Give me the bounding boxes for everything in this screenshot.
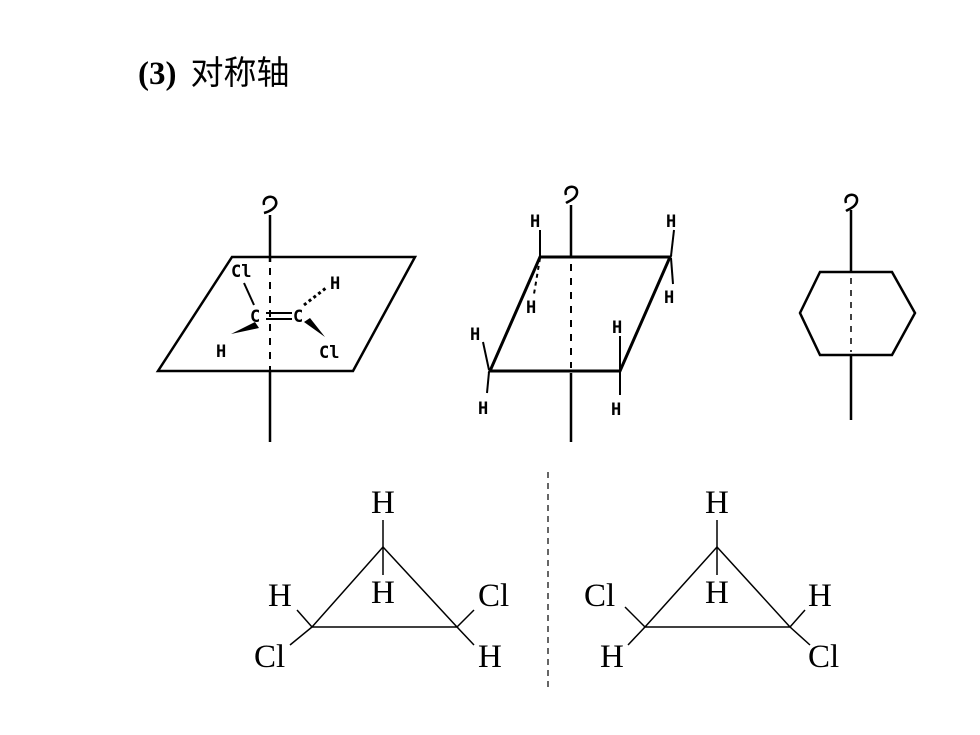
square-label-tr-top: H bbox=[666, 212, 676, 232]
triangle-right-label-top: H bbox=[705, 485, 729, 521]
triangle-right-label-left-upper: Cl bbox=[584, 578, 615, 614]
ethylene-label-c2: C bbox=[293, 307, 303, 327]
ethylene-label-cl2: Cl bbox=[319, 343, 339, 363]
ethylene-hash-h2 bbox=[303, 286, 327, 307]
square-bond-bl-up bbox=[482, 341, 490, 371]
triangle-left bbox=[289, 520, 475, 646]
triangle-left-bond-ru bbox=[456, 609, 475, 628]
triangle-right bbox=[624, 520, 811, 646]
ethylene-label-h1: H bbox=[216, 342, 226, 362]
square-label-tl-top: H bbox=[530, 212, 540, 232]
square-rotation-arrow-icon bbox=[564, 185, 579, 205]
square-label-tr-bot: H bbox=[664, 288, 674, 308]
triangle-left-ring bbox=[310, 545, 459, 628]
hexagon-figure bbox=[798, 193, 917, 420]
triangle-left-label-right-lower: H bbox=[478, 639, 502, 675]
triangle-left-label-top: H bbox=[371, 485, 395, 521]
title-text: 对称轴 bbox=[190, 53, 290, 92]
square-label-br-bot: H bbox=[611, 400, 621, 420]
triangle-left-bond-ll bbox=[289, 626, 313, 646]
ethylene-bond-cl1 bbox=[243, 282, 255, 306]
square-bond-tr-down bbox=[670, 257, 674, 285]
triangle-right-label-left-lower: H bbox=[600, 639, 624, 675]
ethylene-rotation-arrow-icon bbox=[262, 195, 278, 215]
triangle-left-label-left-upper: H bbox=[268, 578, 292, 614]
triangle-right-label-inner: H bbox=[705, 575, 729, 611]
square-plane bbox=[487, 255, 673, 373]
ethylene-label-h2: H bbox=[330, 274, 340, 294]
square-label-tl-bot: H bbox=[526, 298, 536, 318]
triangle-left-bond-lu bbox=[296, 609, 313, 628]
triangle-right-label-right-upper: H bbox=[808, 578, 832, 614]
triangle-left-label-left-lower: Cl bbox=[254, 639, 285, 675]
hexagon-ring bbox=[798, 270, 917, 357]
ethylene-wedge-h1 bbox=[231, 322, 259, 334]
triangle-right-bond-ll bbox=[627, 626, 646, 646]
triangle-right-bond-rl bbox=[789, 626, 811, 646]
ethylene-label-cl1: Cl bbox=[231, 262, 251, 282]
ethylene-wedge-cl2 bbox=[304, 318, 325, 337]
ethylene-label-c1: C bbox=[250, 307, 260, 327]
square-bond-bl-down bbox=[486, 371, 490, 394]
square-label-br-top: H bbox=[612, 318, 622, 338]
page-title: (3) 对称轴 bbox=[138, 46, 289, 94]
triangle-right-ring bbox=[643, 545, 792, 628]
square-label-bl-bot: H bbox=[478, 399, 488, 419]
ethylene-figure bbox=[155, 195, 418, 442]
triangle-right-bond-ru bbox=[789, 609, 806, 628]
triangle-right-bond-lu bbox=[624, 606, 646, 628]
triangle-left-bond-rl bbox=[456, 626, 475, 646]
triangle-right-label-right-lower: Cl bbox=[808, 639, 839, 675]
square-figure bbox=[482, 185, 675, 442]
ethylene-plane bbox=[155, 255, 418, 373]
hexagon-rotation-arrow-icon bbox=[844, 193, 859, 213]
square-label-bl-top: H bbox=[470, 325, 480, 345]
triangle-left-label-inner: H bbox=[371, 575, 395, 611]
triangle-left-label-right-upper: Cl bbox=[478, 578, 509, 614]
square-bond-tl-down bbox=[533, 257, 541, 295]
title-number: (3) bbox=[138, 56, 177, 92]
square-bond-tr-up bbox=[670, 229, 675, 257]
